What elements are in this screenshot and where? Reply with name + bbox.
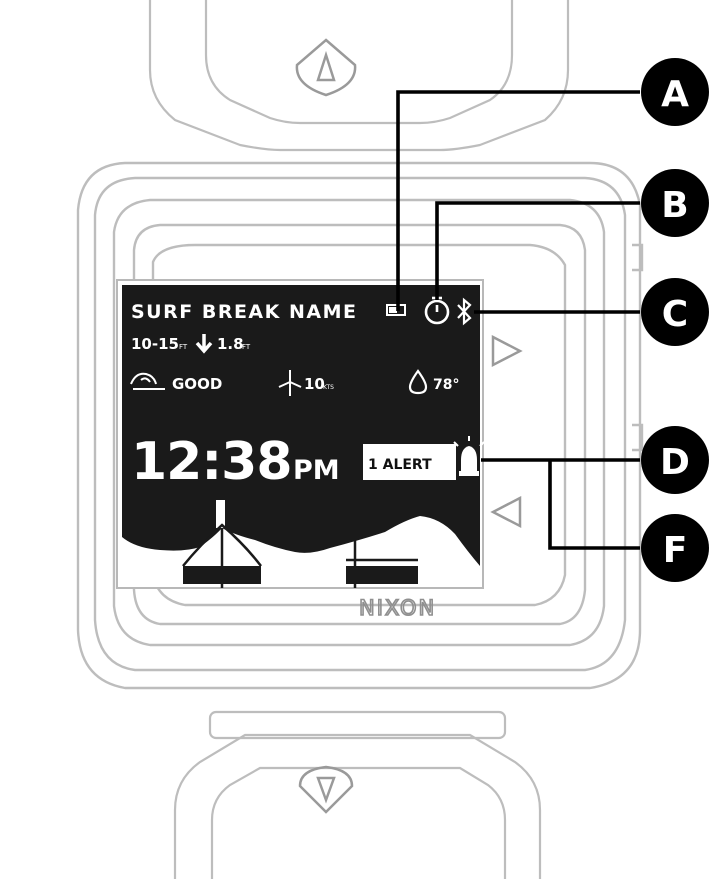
- tide-unit: FT: [242, 343, 251, 351]
- strap: [148, 0, 570, 879]
- callout-f: F: [641, 514, 709, 582]
- water-temp: 78°: [433, 377, 459, 393]
- time: 12:38: [131, 432, 292, 492]
- logo-icon: [298, 765, 354, 814]
- tide-graph: [122, 499, 480, 588]
- down-button-icon: [490, 495, 522, 529]
- callout-c: C: [641, 278, 709, 346]
- alert-badge: [363, 444, 456, 480]
- wave-icon: [130, 372, 165, 390]
- callout-b: B: [641, 169, 709, 237]
- tide-height: 1.8: [217, 335, 244, 353]
- conditions: GOOD: [172, 375, 222, 393]
- svg-text:D: D: [660, 442, 690, 483]
- brand-logo: NIXON: [359, 596, 436, 620]
- wind-speed: 10: [304, 375, 325, 393]
- up-button-icon: [491, 334, 523, 368]
- callout-d: D: [641, 426, 709, 494]
- wave-height: 10-15: [131, 335, 179, 353]
- svg-text:B: B: [661, 185, 688, 226]
- tide-marker-2: [346, 538, 418, 588]
- callout-a: A: [641, 58, 709, 126]
- ampm: PM: [293, 455, 340, 486]
- spot-name: SURF BREAK NAME: [131, 301, 357, 323]
- svg-text:C: C: [662, 294, 688, 335]
- wave-height-unit: FT: [179, 343, 188, 351]
- wind-turbine-icon: [278, 370, 302, 396]
- watch-screen: SURF BREAK NAME 10-15 FT 1.8 FT GOOD: [116, 279, 485, 589]
- alarm-icon: [453, 436, 485, 476]
- svg-text:A: A: [661, 74, 689, 115]
- wind-unit: KTS: [323, 384, 334, 391]
- battery-icon: [386, 304, 406, 316]
- tide-marker-1: [183, 499, 261, 588]
- watch-case: [76, 161, 644, 690]
- alert-text: 1 ALERT: [368, 457, 432, 473]
- callout-lines: [396, 90, 640, 550]
- bluetooth-icon: [457, 297, 472, 326]
- logo-icon: [295, 38, 357, 97]
- tide-down-arrow-icon: [195, 334, 213, 354]
- svg-text:F: F: [663, 530, 688, 571]
- water-drop-icon: [408, 369, 428, 395]
